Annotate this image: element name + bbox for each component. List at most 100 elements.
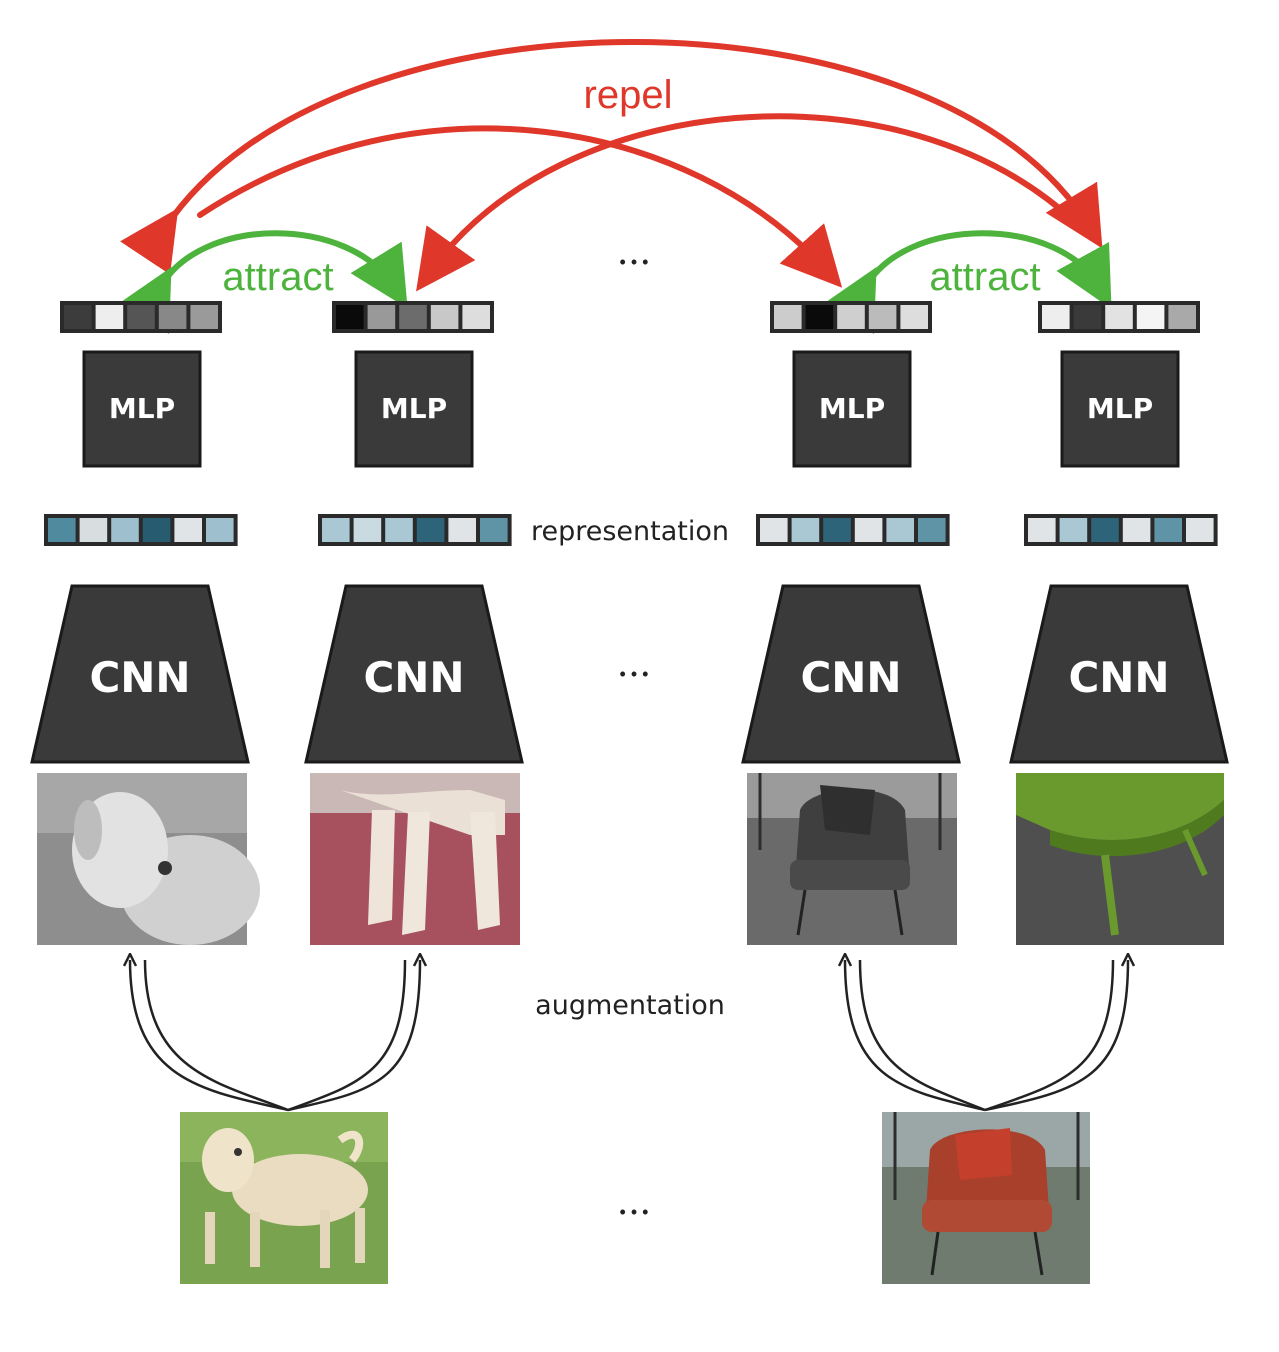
representation-vector-frame <box>44 514 238 546</box>
mlp-block-2: MLP <box>354 350 474 468</box>
representation-vector-2 <box>318 514 512 546</box>
projection-vector-cell <box>430 305 459 329</box>
svg-text:CNN: CNN <box>800 653 901 702</box>
representation-vector-cell <box>48 518 76 542</box>
representation-vector-cell <box>385 518 413 542</box>
dog-red-tinted-image <box>310 773 520 945</box>
aug-arrow-chair-right-outer <box>984 960 1128 1112</box>
cnn-block-2: CNN <box>304 584 524 764</box>
projection-vector-cell <box>367 305 396 329</box>
projection-vector-cell <box>774 305 802 329</box>
representation-vector-frame <box>756 514 950 546</box>
projection-vector-cell <box>462 305 490 329</box>
repel-arrows <box>120 39 1103 292</box>
svg-text:CNN: CNN <box>89 653 190 702</box>
projection-vector-cell <box>1168 305 1196 329</box>
svg-text:MLP: MLP <box>1087 392 1153 425</box>
cnn-block-1: CNN <box>30 584 250 764</box>
cnn-block-4: CNN <box>1009 584 1229 764</box>
repel-arrow-fourth-to-second <box>416 113 1078 292</box>
attract-label-right: attract <box>929 255 1040 299</box>
mlp-block-1: MLP <box>82 350 202 468</box>
chair-original-image <box>882 1112 1090 1284</box>
representation-vector-cell <box>416 518 445 542</box>
mlp-block-3: MLP <box>792 350 912 468</box>
projection-vector-cell <box>127 305 155 329</box>
attract-arrow-right <box>821 230 1112 335</box>
attract-arrow-left <box>116 230 408 335</box>
representation-vector-cell <box>206 518 234 542</box>
dog-grayscale-image <box>37 773 260 945</box>
projection-vector-cell <box>158 305 187 329</box>
projection-vector-cell <box>868 305 897 329</box>
representation-vector-cell <box>760 518 788 542</box>
projection-vector-2 <box>332 301 494 333</box>
representation-vector-cell <box>1091 518 1119 542</box>
ellipsis-bottom: • • • <box>620 1202 649 1222</box>
representation-vector-cell <box>480 518 508 542</box>
aug-arrow-dog-right-inner <box>287 959 407 1112</box>
ellipsis-top: • • • <box>620 252 649 272</box>
projection-vector-cell <box>1073 305 1102 329</box>
svg-text:MLP: MLP <box>109 392 175 425</box>
projection-vector-cell <box>805 305 834 329</box>
cnn-block-3: CNN <box>741 584 961 764</box>
augmentation-arrows <box>130 959 1128 1112</box>
representation-vector-4 <box>1024 514 1218 546</box>
augmentation-label: augmentation <box>535 990 725 1021</box>
svg-text:CNN: CNN <box>363 653 464 702</box>
representation-vector-frame <box>1024 514 1218 546</box>
representation-vector-1 <box>44 514 238 546</box>
svg-text:MLP: MLP <box>819 392 885 425</box>
aug-arrow-chair-left-outer <box>845 960 986 1112</box>
projection-vector-cell <box>399 305 427 329</box>
mlp-block-4: MLP <box>1060 350 1180 468</box>
representation-vector-cell <box>174 518 202 542</box>
ellipsis-middle: • • • <box>620 664 649 684</box>
projection-vector-3 <box>770 301 932 333</box>
representation-vector-cell <box>791 518 820 542</box>
dog-original-image <box>180 1112 388 1284</box>
representation-vector-cell <box>854 518 883 542</box>
representation-vector-3 <box>756 514 950 546</box>
repel-arrow-left-to-third <box>197 125 843 288</box>
representation-vector-cell <box>918 518 946 542</box>
representation-vector-frame <box>318 514 512 546</box>
projection-vector-cell <box>95 305 124 329</box>
representation-vector-cell <box>1154 518 1182 542</box>
representation-vector-cell <box>322 518 350 542</box>
projection-vector-cell <box>190 305 218 329</box>
repel-arrow-outer <box>120 39 1103 275</box>
projection-vector-cell <box>837 305 865 329</box>
attract-label-left: attract <box>222 255 333 299</box>
aug-arrow-chair-right-inner <box>984 959 1115 1112</box>
chair-green-image <box>1016 773 1224 945</box>
representation-vector-cell <box>886 518 914 542</box>
representation-vector-cell <box>142 518 171 542</box>
representation-vector-cell <box>448 518 476 542</box>
representation-vector-cell <box>1028 518 1056 542</box>
repel-label: repel <box>584 73 673 117</box>
aug-arrow-chair-left-inner <box>858 959 986 1112</box>
svg-text:CNN: CNN <box>1068 653 1169 702</box>
representation-vector-cell <box>1059 518 1088 542</box>
representation-vector-cell <box>1122 518 1151 542</box>
representation-vector-cell <box>353 518 382 542</box>
aug-arrow-dog-left-inner <box>143 959 289 1112</box>
projection-vector-4 <box>1038 301 1200 333</box>
aug-arrow-dog-right-outer <box>287 960 420 1112</box>
representation-vector-cell <box>111 518 139 542</box>
projection-vector-1 <box>60 301 222 333</box>
representation-label: representation <box>531 516 729 547</box>
chair-grayscale-image <box>747 773 957 945</box>
aug-arrow-dog-left-outer <box>130 960 289 1112</box>
projection-vector-cell <box>1136 305 1165 329</box>
representation-vector-cell <box>823 518 851 542</box>
projection-vector-cell <box>1105 305 1133 329</box>
projection-vector-cell <box>1042 305 1070 329</box>
attract-arrows <box>116 230 1112 335</box>
representation-vector-cell <box>1186 518 1214 542</box>
projection-vector-cell <box>64 305 92 329</box>
projection-vector-cell <box>900 305 928 329</box>
